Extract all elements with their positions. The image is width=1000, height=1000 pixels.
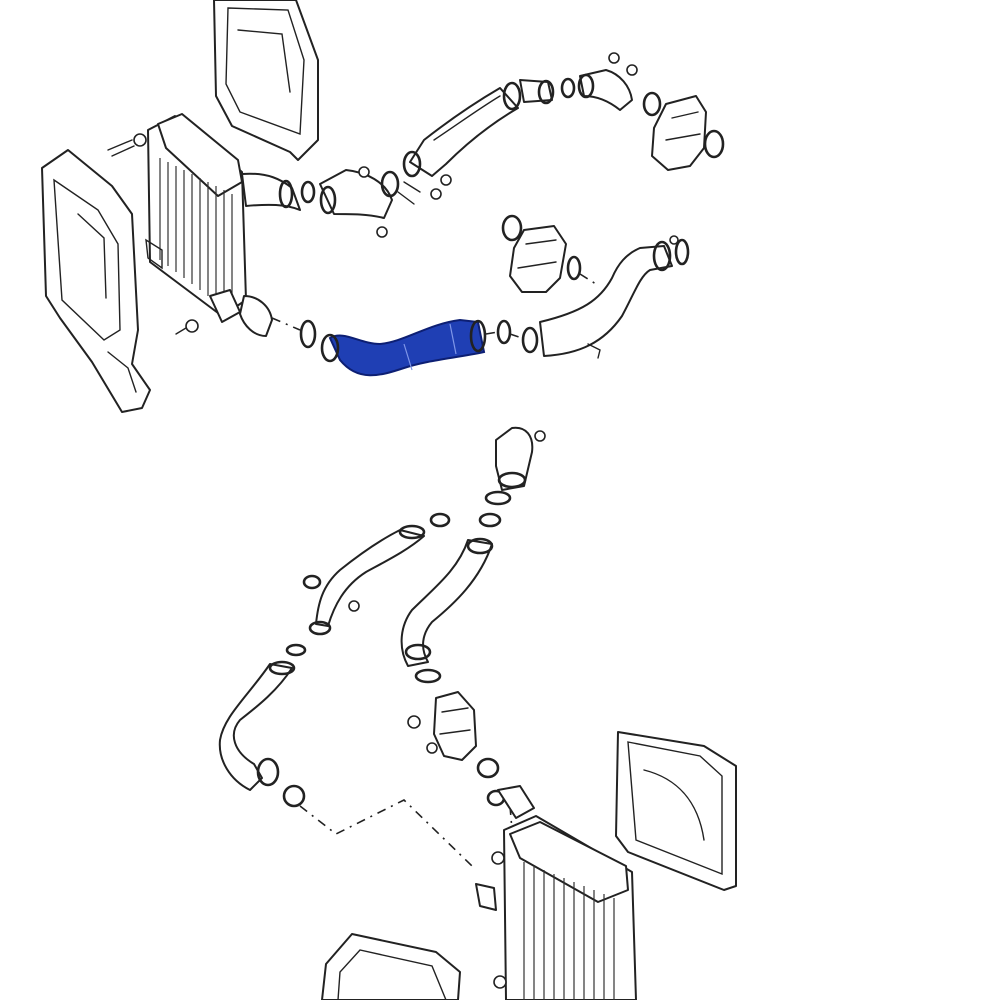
air-guide-left	[41, 149, 151, 413]
air-duct-shroud-top	[213, 0, 319, 161]
air-guide-lower	[321, 933, 461, 1000]
air-duct-shroud-lower-right	[615, 731, 737, 891]
hose-connectors-middle	[239, 295, 539, 363]
leader-lines-lower	[299, 799, 513, 867]
lower-assembly	[218, 426, 737, 1000]
charge-air-hose-highlighted[interactable]	[328, 318, 486, 377]
charge-hose-lower-left	[218, 512, 451, 808]
bolt-upper-1	[107, 133, 147, 157]
charge-pipe-lower-center	[400, 537, 494, 754]
charge-pipe-upper-long	[402, 52, 638, 178]
intercooler-fins-lower	[523, 862, 615, 1000]
upper-assembly	[41, 0, 725, 413]
throttle-valve-middle	[501, 214, 597, 293]
elbow-pipe-lower-top	[478, 426, 546, 528]
intercooler-fins-upper	[159, 158, 233, 308]
intercooler-lower	[475, 785, 637, 1000]
charge-pipe-middle-right	[539, 235, 690, 359]
throttle-valve-upper	[642, 91, 725, 171]
charge-pipe-upper-right	[241, 166, 452, 238]
intercooler-upper	[145, 113, 247, 323]
throttle-valve-lower	[433, 691, 506, 807]
bolt-upper-2	[175, 319, 199, 335]
